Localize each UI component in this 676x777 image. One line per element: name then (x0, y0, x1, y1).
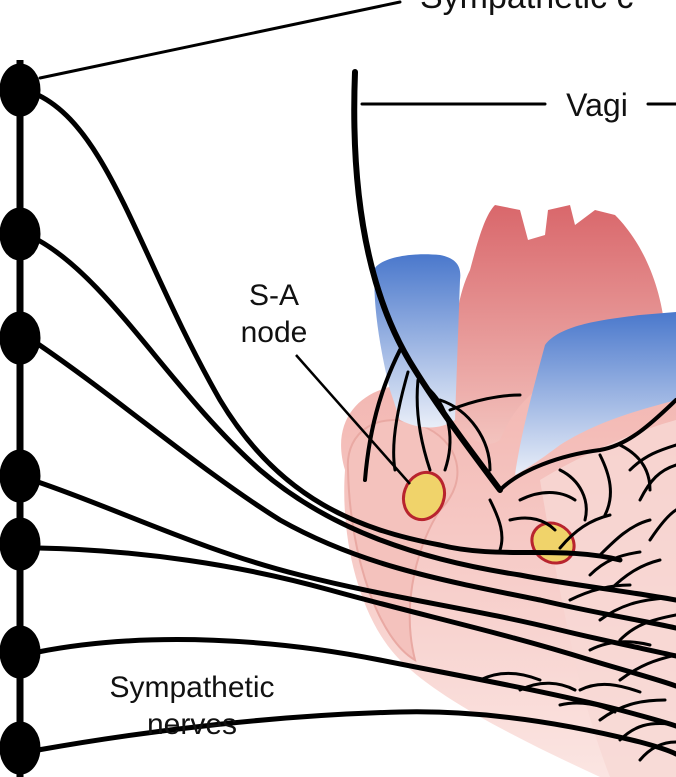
sympathetic-chain (0, 60, 41, 777)
sympathetic-fiber-4 (35, 479, 676, 659)
sympathetic-label-leader (38, 0, 402, 80)
ganglion-3 (0, 311, 41, 365)
ganglion-6 (0, 625, 41, 679)
ganglion-4 (0, 449, 41, 503)
sympathetic-fiber-2 (35, 237, 676, 603)
sympathetic-fiber-1 (35, 92, 623, 563)
ganglion-7 (0, 721, 41, 775)
ganglion-1 (0, 63, 41, 117)
label-sympathetic-top: Sympathetic c (420, 0, 634, 16)
ganglion-5 (0, 517, 41, 571)
aorta (453, 205, 665, 444)
pulmonary-trunk (515, 312, 676, 475)
superior-vena-cava (374, 254, 461, 428)
label-sa-node-line1: S-A (249, 279, 299, 312)
label-sympathetic-nerves-line1: Sympathetic (109, 671, 274, 704)
label-sympathetic-nerves-line2: nerves (147, 708, 237, 741)
vagus-nerve (351, 69, 676, 552)
sympathetic-nerve-fibers (35, 0, 676, 757)
sympathetic-fiber-6 (35, 637, 676, 729)
sympathetic-fiber-5 (35, 545, 676, 689)
sympathetic-fiber-3 (35, 341, 676, 631)
sa-node (401, 470, 447, 522)
label-sa-node-line2: node (241, 316, 308, 349)
sympathetic-fiber-7 (35, 709, 676, 757)
ganglion-2 (0, 207, 41, 261)
heart (341, 205, 676, 777)
vagus-trunk (351, 69, 503, 493)
label-vagi: Vagi (566, 87, 628, 123)
ventricle-shade (540, 420, 676, 777)
sa-node-pointer (295, 354, 411, 485)
ventricle-branches (478, 443, 676, 762)
